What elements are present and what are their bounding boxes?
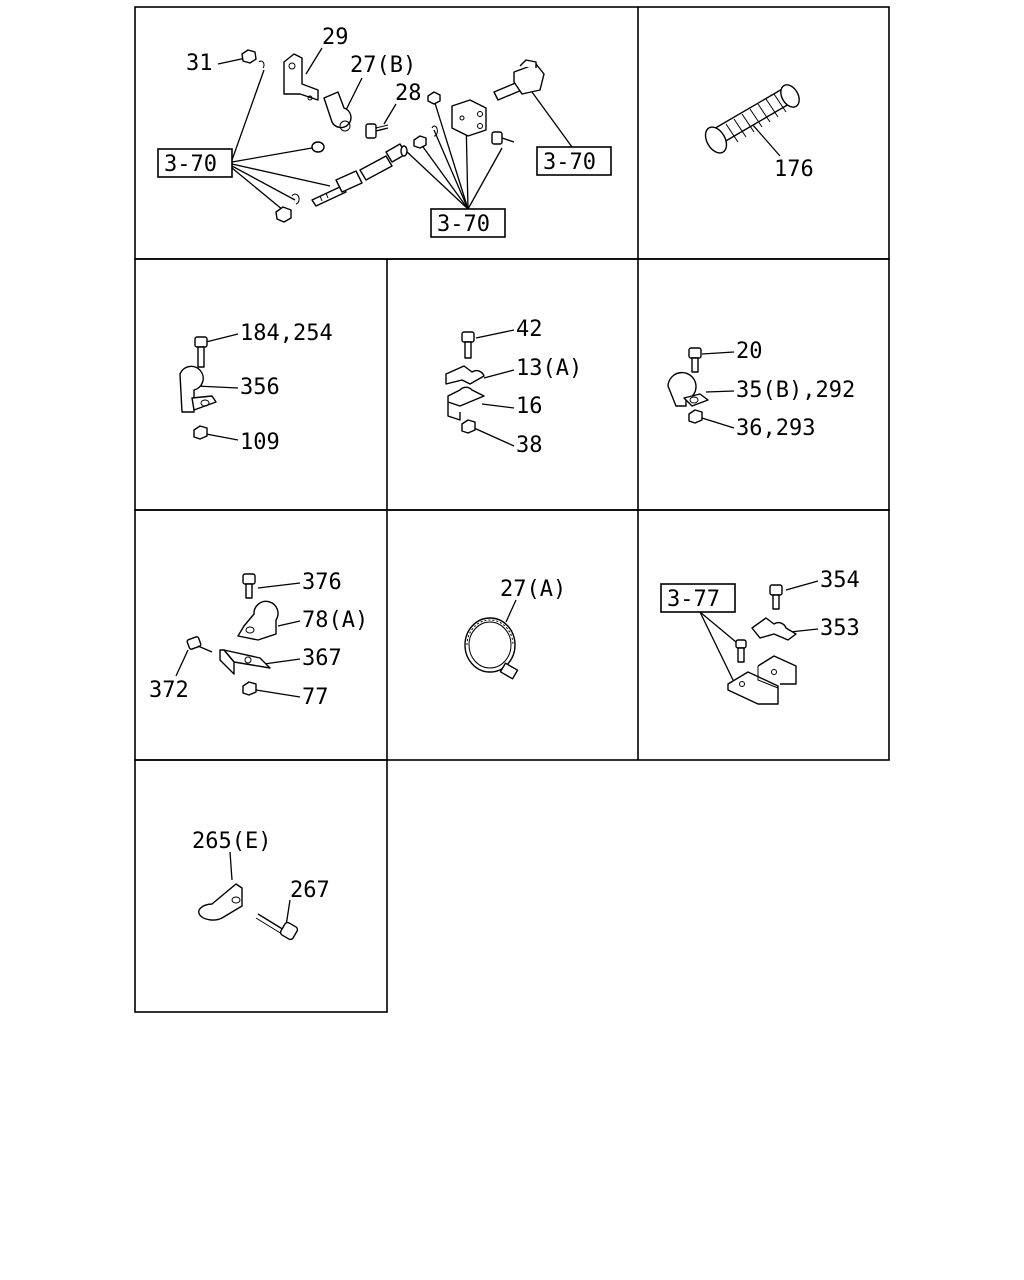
bolt-354-icon xyxy=(769,584,783,610)
clamp-356-icon xyxy=(179,365,217,413)
clamp-353-icon xyxy=(751,617,797,641)
label-16: 16 xyxy=(516,394,543,419)
label-267: 267 xyxy=(290,878,330,903)
bracket-16-icon xyxy=(447,386,485,421)
bolt-376-icon xyxy=(242,573,256,599)
collar-icon xyxy=(311,141,325,153)
bracket-29-icon xyxy=(283,53,319,101)
hose-fitting-icon xyxy=(311,143,407,207)
cell-clip-265e: 265(E) 267 xyxy=(192,829,330,941)
label-367: 367 xyxy=(302,646,342,671)
clamp-13a-icon xyxy=(445,365,485,385)
ref-label-377: 3-77 xyxy=(667,587,720,612)
leaders-left xyxy=(217,57,331,211)
nut-109-icon xyxy=(193,425,208,440)
elbow-fitting-icon xyxy=(493,59,545,101)
label-184-254: 184,254 xyxy=(240,321,333,346)
grid-frame xyxy=(134,6,890,1013)
cell-boot: 176 xyxy=(704,84,814,182)
label-78a: 78(A) xyxy=(302,608,368,633)
ref-box-left[interactable] xyxy=(157,148,233,178)
nut-38-icon xyxy=(461,419,476,434)
label-77: 77 xyxy=(302,685,329,710)
nut-77-icon xyxy=(242,681,257,696)
boot-176-icon xyxy=(704,84,800,154)
label-27b: 27(B) xyxy=(350,53,416,78)
nut-lower-icon xyxy=(275,206,292,223)
bolt-372-icon xyxy=(186,636,213,653)
bolt-28-icon xyxy=(365,123,389,139)
label-13a: 13(A) xyxy=(516,356,582,381)
clamp-35b-icon xyxy=(667,371,709,407)
nut-icon xyxy=(427,91,441,105)
label-27a: 27(A) xyxy=(500,577,566,602)
label-31: 31 xyxy=(186,51,213,76)
nut-31-icon xyxy=(241,49,257,64)
ref-box-right[interactable] xyxy=(536,146,612,176)
bolt-small-icon xyxy=(735,639,747,663)
cell-clamp-356: 184,254 356 109 xyxy=(179,321,333,455)
ref-label-bottom: 3-70 xyxy=(437,212,490,237)
label-42: 42 xyxy=(516,317,543,342)
ref-label-right: 3-70 xyxy=(543,150,596,175)
label-353: 353 xyxy=(820,616,860,641)
label-354: 354 xyxy=(820,568,860,593)
label-109: 109 xyxy=(240,430,280,455)
cell-clamp-78a: 376 78(A) 367 372 77 xyxy=(149,570,368,710)
cell-clamp-13a: 42 13(A) 16 38 xyxy=(445,317,582,458)
band-27a-icon xyxy=(464,617,519,680)
bracket-base-icon xyxy=(727,655,797,705)
bolt-icon xyxy=(491,131,515,145)
cell-clamp-35b: 20 35(B),292 36,293 xyxy=(667,339,855,441)
bolt-20-icon xyxy=(688,347,702,373)
cell-bracket-353: 3-77 354 353 xyxy=(660,568,860,705)
ref-box-377[interactable] xyxy=(660,583,736,613)
label-35b-292: 35(B),292 xyxy=(736,378,855,403)
label-265e: 265(E) xyxy=(192,829,271,854)
cell-band-27a: 27(A) xyxy=(464,577,566,680)
cell-hose-assembly: 3-70 3-70 3-70 31 29 27(B) 28 xyxy=(157,25,612,238)
label-20: 20 xyxy=(736,339,763,364)
clip-265e-icon xyxy=(198,883,243,921)
bolt-267-icon xyxy=(255,913,299,941)
bracket-plate-icon xyxy=(451,99,487,137)
bolt-42-icon xyxy=(461,331,475,359)
label-372: 372 xyxy=(149,678,189,703)
bolt-184-icon xyxy=(194,336,208,368)
label-28: 28 xyxy=(395,81,422,106)
label-356: 356 xyxy=(240,375,280,400)
label-376: 376 xyxy=(302,570,342,595)
label-29: 29 xyxy=(322,25,349,50)
label-176: 176 xyxy=(774,157,814,182)
bracket-367-icon xyxy=(219,649,271,675)
label-36-293: 36,293 xyxy=(736,416,815,441)
label-38: 38 xyxy=(516,433,543,458)
ref-label-left: 3-70 xyxy=(164,152,217,177)
nut-36-icon xyxy=(688,409,703,424)
clamp-78a-icon xyxy=(237,600,279,641)
clamp-27b-icon xyxy=(323,91,352,129)
